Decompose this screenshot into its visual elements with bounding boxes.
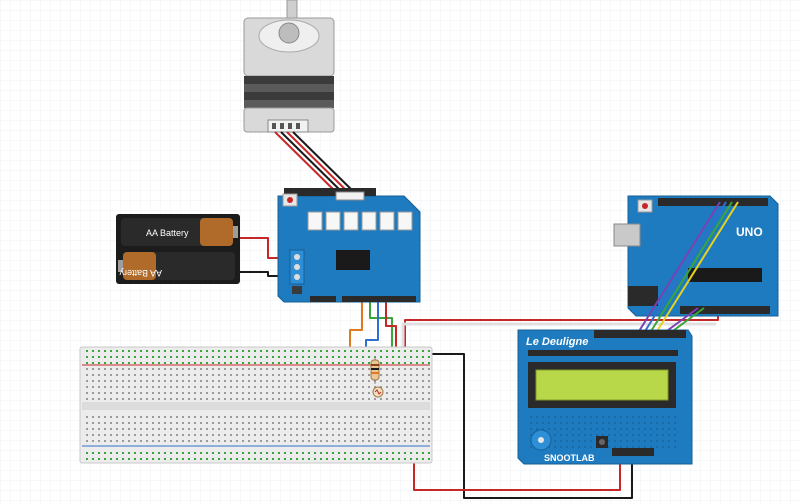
lcd-brand-label: Le Deuligne [526, 336, 588, 348]
battery-pack: AA Battery AA Battery [116, 214, 240, 284]
wire-lcd-blue [641, 201, 727, 337]
wire-shield-red [385, 302, 397, 356]
motor-shield-icon [277, 188, 421, 303]
wire-lcd-green [647, 201, 733, 337]
arduino-board-icon: UNO [613, 195, 779, 337]
battery-label-top: AA Battery [146, 228, 189, 238]
wire-motor-black-2 [292, 131, 359, 197]
wire-lcd-yellow [653, 201, 739, 337]
wire-lcd-black [412, 353, 633, 499]
wire-motor-black [280, 131, 347, 197]
resistor-icon [370, 356, 380, 384]
breadboard-icon [79, 346, 433, 464]
wire-motor-red-2 [286, 131, 353, 197]
stepper-motor-icon [243, 0, 335, 133]
lcd-keypad-shield-icon: Le Deuligne SNOOTLAB [517, 329, 693, 465]
lcd-screen [535, 369, 669, 401]
wire-lcd-purple [635, 201, 721, 337]
wire-motor-red-1 [274, 131, 341, 197]
microcontroller-chip [688, 268, 762, 282]
lcd-maker-label: SNOOTLAB [544, 453, 595, 463]
battery-label-bottom: AA Battery [119, 268, 162, 278]
motor-terminal-block [335, 191, 365, 201]
power-jack [628, 286, 658, 306]
arduino-model-label: UNO [736, 225, 763, 239]
photoresistor-icon [372, 386, 384, 398]
lcd-header-pins [528, 350, 678, 356]
motor-shield-connectors [307, 211, 413, 231]
usb-connector [613, 223, 641, 247]
wire-lcd-red [413, 458, 621, 491]
motor-driver-chip [336, 250, 370, 270]
